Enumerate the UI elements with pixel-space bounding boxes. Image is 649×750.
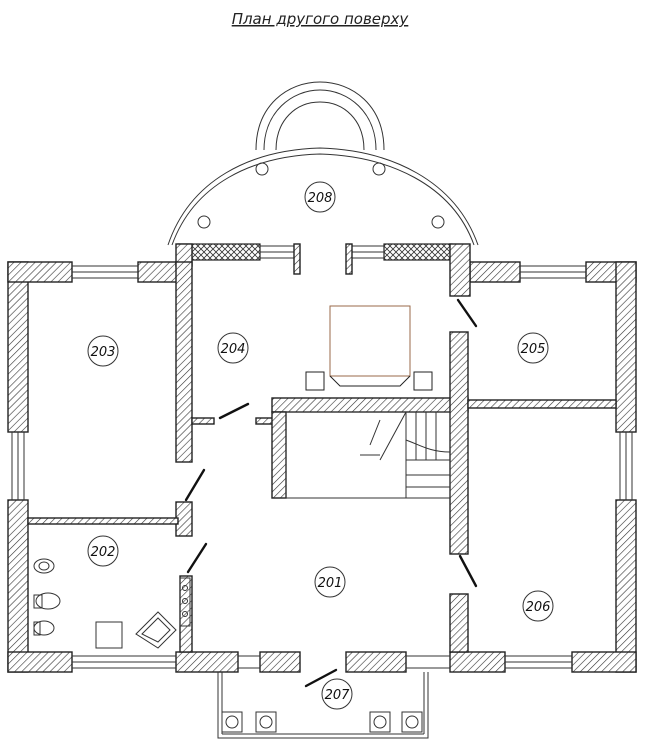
room-207: 207 bbox=[321, 678, 353, 710]
svg-text:207: 207 bbox=[325, 688, 351, 703]
room-204: 204 bbox=[217, 332, 249, 364]
bed bbox=[305, 305, 433, 391]
bathroom-fixtures bbox=[33, 558, 191, 649]
room-201: 201 bbox=[314, 566, 346, 598]
svg-text:203: 203 bbox=[91, 345, 116, 360]
svg-text:204: 204 bbox=[221, 342, 246, 357]
room-labels: 208 203 204 205 202 201 206 207 bbox=[87, 181, 554, 710]
doors bbox=[184, 298, 478, 688]
svg-text:202: 202 bbox=[91, 545, 116, 560]
exterior-walls bbox=[7, 261, 637, 673]
staircase bbox=[285, 411, 451, 499]
room-206: 206 bbox=[522, 590, 554, 622]
porch bbox=[217, 672, 429, 739]
interior-walls bbox=[27, 261, 617, 653]
svg-text:206: 206 bbox=[526, 600, 551, 615]
room-205: 205 bbox=[517, 332, 549, 364]
room-202: 202 bbox=[87, 535, 119, 567]
room-203: 203 bbox=[87, 335, 119, 367]
svg-text:201: 201 bbox=[318, 576, 343, 591]
bay-window bbox=[167, 81, 479, 246]
bay-wall bbox=[175, 243, 471, 297]
svg-text:205: 205 bbox=[521, 342, 546, 357]
room-208-top: 208 bbox=[304, 181, 336, 213]
svg-text:208: 208 bbox=[308, 191, 333, 206]
plan-title: План другого поверху bbox=[232, 10, 410, 28]
